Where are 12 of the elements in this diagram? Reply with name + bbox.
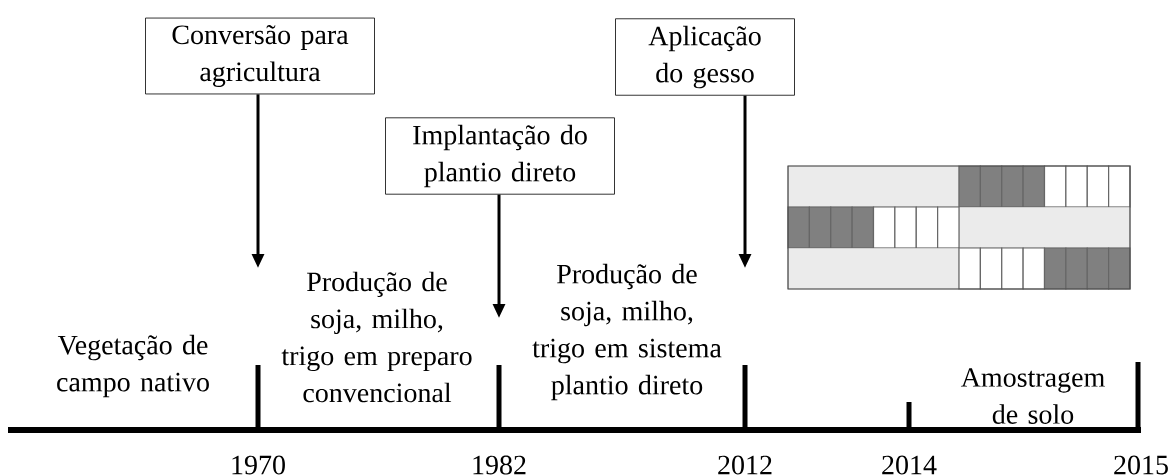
event-box: Conversão para agricultura — [145, 17, 375, 95]
year-label: 1982 — [473, 455, 526, 475]
period-label: Amostragem de solo — [960, 368, 1105, 424]
year-label: 1970 — [232, 455, 285, 475]
event-box: Aplicação do gesso — [615, 18, 795, 96]
event-box: Implantação do plantio direto — [385, 117, 615, 195]
period-label: Produção de soja, milho, trigo em preparo convencional — [281, 271, 472, 403]
year-label: 2015 — [1114, 455, 1168, 475]
year-label: 2014 — [882, 455, 937, 475]
period-label: Produção de soja, milho, trigo em sistema plantio direto — [532, 263, 722, 401]
period-label: Vegetação de campo nativo — [57, 334, 209, 398]
year-label: 2012 — [718, 455, 772, 475]
